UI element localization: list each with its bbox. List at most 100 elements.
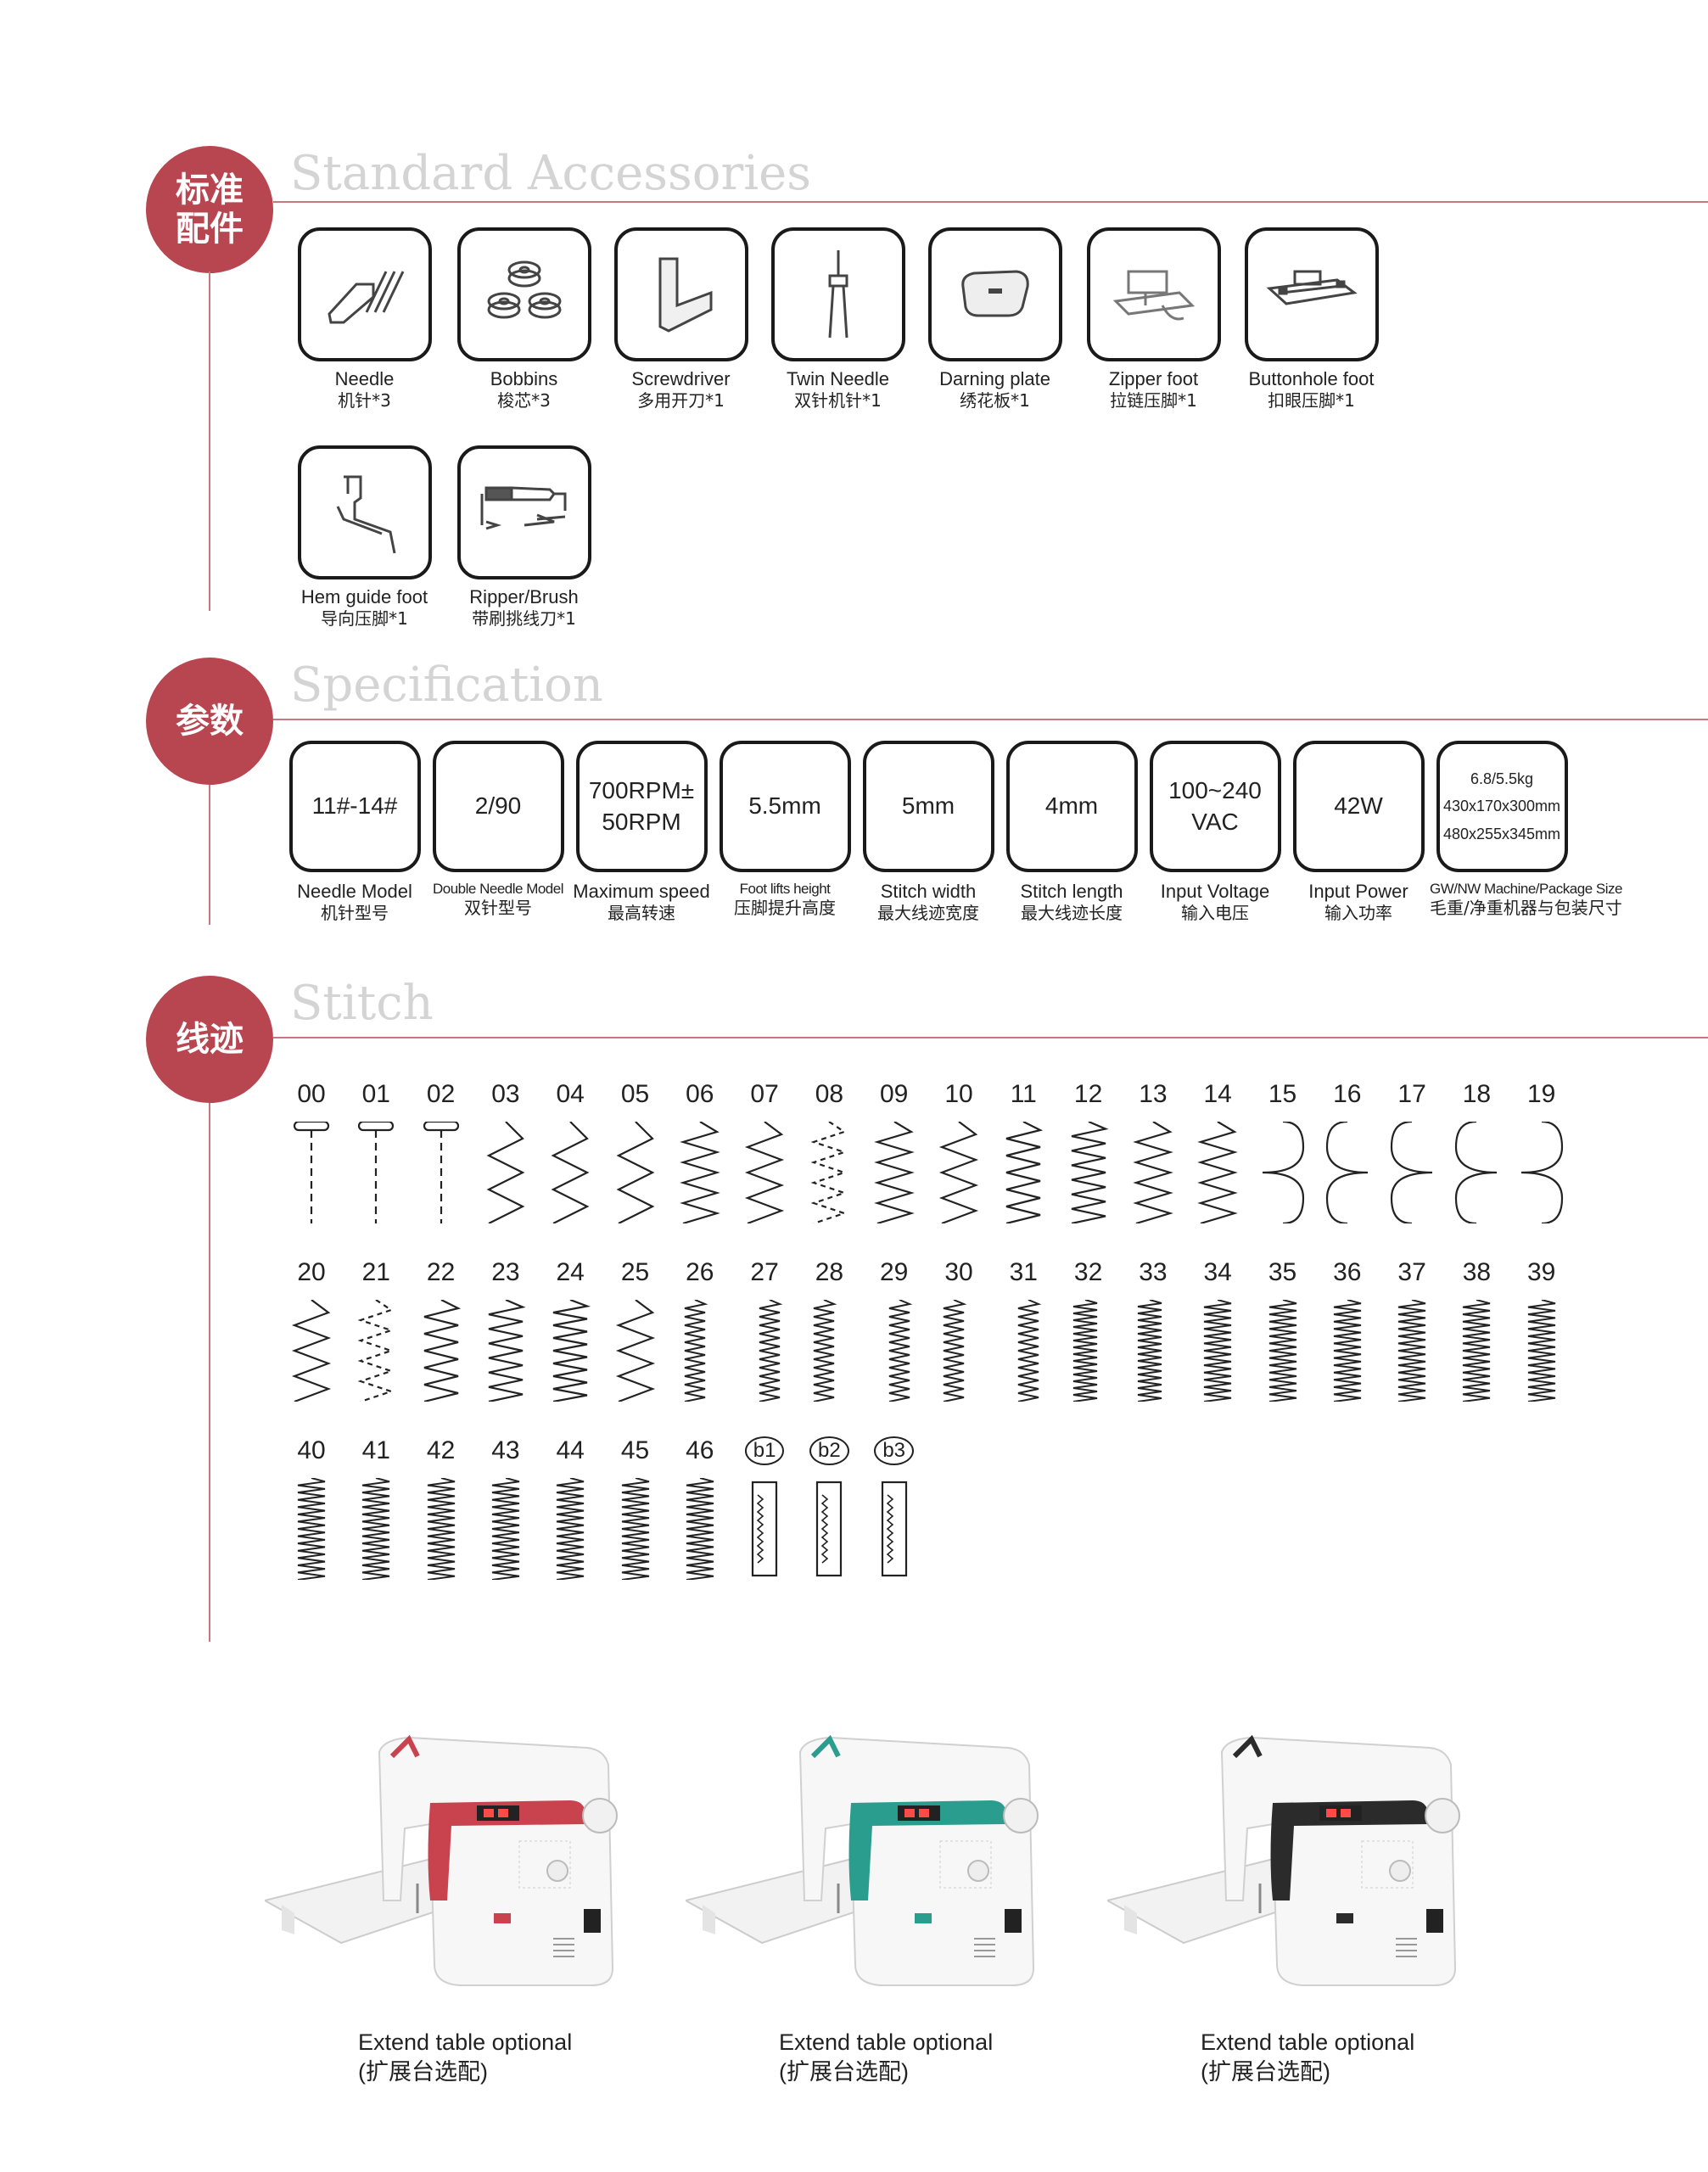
stitch-pattern-icon <box>873 1122 915 1223</box>
accessory-name: Buttonhole foot <box>1248 368 1375 389</box>
accessory-name-cn: 扣眼压脚*1 <box>1268 390 1355 411</box>
stitch-number: 13 <box>1139 1080 1168 1108</box>
buttonhole-foot-icon <box>1266 270 1358 305</box>
stitch-21: 21 <box>344 1256 407 1402</box>
stitch-b3: b3 <box>863 1434 926 1580</box>
stitch-23: 23 <box>474 1256 537 1402</box>
stitch-32: 32 <box>1057 1256 1120 1402</box>
stitch-38: 38 <box>1445 1256 1508 1402</box>
stitch-pattern-icon <box>488 1300 526 1402</box>
stitch-33: 33 <box>1122 1256 1184 1402</box>
spec-name: Foot lifts height <box>739 881 831 897</box>
stitch-pattern-icon <box>551 1122 590 1223</box>
stitch-number: 02 <box>426 1080 456 1108</box>
accessory-image-box <box>1244 227 1379 361</box>
accessories-badge: 标准 配件 <box>146 146 273 273</box>
spec-value-line: 4mm <box>1044 792 1099 820</box>
stitch-24: 24 <box>539 1256 602 1402</box>
stitch-pattern-icon <box>615 1300 655 1402</box>
spec-name: Input Power <box>1308 881 1408 902</box>
spec-value-box: 2/90 <box>432 741 564 872</box>
spec-value-line: 5.5mm <box>748 792 821 820</box>
stitch-number: 27 <box>750 1258 779 1286</box>
stitch-b2: b2 <box>798 1434 860 1580</box>
accessory-name-cn: 导向压脚*1 <box>321 608 408 630</box>
stitch-pattern-icon <box>552 1300 591 1402</box>
stitch-04: 04 <box>539 1078 602 1223</box>
stitch-number: 38 <box>1462 1258 1492 1286</box>
spec-name-cn: 双针型号 <box>464 898 532 919</box>
spec-name: Needle Model <box>297 881 412 902</box>
stitch-14: 14 <box>1186 1078 1249 1223</box>
sewing-machine-icon <box>683 1734 1039 1986</box>
stitch-41: 41 <box>344 1434 407 1580</box>
stitch-vline <box>209 1103 210 1642</box>
stitch-number: 17 <box>1397 1080 1426 1108</box>
spec-name: Maximum speed <box>573 881 710 902</box>
stitch-pattern-icon <box>751 1481 778 1577</box>
stitch-25: 25 <box>604 1256 667 1402</box>
stitch-number: 42 <box>426 1436 456 1464</box>
stitch-08: 08 <box>798 1078 860 1223</box>
stitch-pattern-icon <box>814 1300 837 1402</box>
stitch-number: 40 <box>297 1436 326 1464</box>
stitch-pattern-icon <box>1262 1122 1304 1223</box>
spec-value-line: 5mm <box>901 792 955 820</box>
stitch-number: 08 <box>815 1080 844 1108</box>
machine-caption: Extend table optional(扩展台选配) <box>358 2028 572 2087</box>
twin-needle-icon <box>828 249 848 338</box>
spec-value-box: 700RPM±50RPM <box>575 741 708 872</box>
caption-cn: (扩展台选配) <box>358 2059 488 2085</box>
spec-name: Input Voltage <box>1160 881 1270 902</box>
stitch-22: 22 <box>410 1256 473 1402</box>
accessory-image-box <box>297 227 432 361</box>
stitch-pattern-icon <box>1137 1300 1162 1402</box>
specification-badge: 参数 <box>146 658 273 785</box>
stitch-number-text: b2 <box>809 1436 849 1465</box>
stitch-46: 46 <box>669 1434 731 1580</box>
stitch-number: 44 <box>556 1436 585 1464</box>
spec-value-line: 42W <box>1334 792 1383 820</box>
stitch-pattern-icon <box>423 1300 461 1402</box>
spec-name-cn: 最大线迹宽度 <box>877 903 979 924</box>
stitch-06: 06 <box>669 1078 731 1223</box>
stitch-number: 12 <box>1073 1080 1103 1108</box>
stitch-pattern-icon <box>1071 1122 1109 1223</box>
stitch-pattern-icon <box>293 1122 330 1223</box>
spec-value-box: 5mm <box>862 741 994 872</box>
stitch-number: 06 <box>686 1080 714 1108</box>
stitch-27: 27 <box>733 1256 796 1402</box>
stitch-number: 04 <box>556 1080 585 1108</box>
stitch-pattern-icon <box>1333 1300 1362 1402</box>
spec-value-line: 100~240 <box>1168 777 1262 804</box>
stitch-number: 46 <box>686 1436 714 1464</box>
stitch-pattern-icon <box>616 1122 654 1223</box>
stitch-36: 36 <box>1316 1256 1379 1402</box>
accessory-image-box <box>456 227 591 361</box>
bobbin-icon <box>487 260 561 318</box>
stitch-number: 33 <box>1139 1258 1168 1286</box>
stitch-39: 39 <box>1510 1256 1573 1402</box>
stitch-31: 31 <box>992 1256 1055 1402</box>
stitch-pattern-icon <box>744 1122 785 1223</box>
spec-value-line: 700RPM± <box>588 777 695 804</box>
stitch-35: 35 <box>1252 1256 1314 1402</box>
stitch-pattern-icon <box>357 1300 395 1402</box>
stitch-number: 32 <box>1073 1258 1103 1286</box>
stitch-pattern-icon <box>1397 1300 1426 1402</box>
spec-value-line: 480x255x345mm <box>1442 825 1561 842</box>
stitch-badge: 线迹 <box>146 976 273 1103</box>
stitch-pattern-icon <box>1072 1300 1097 1402</box>
stitch-number: 37 <box>1397 1258 1426 1286</box>
accessory-name-cn: 拉链压脚*1 <box>1110 390 1197 411</box>
spec-name-cn: 压脚提升高度 <box>734 898 836 919</box>
stitch-pattern-icon <box>684 1300 708 1402</box>
